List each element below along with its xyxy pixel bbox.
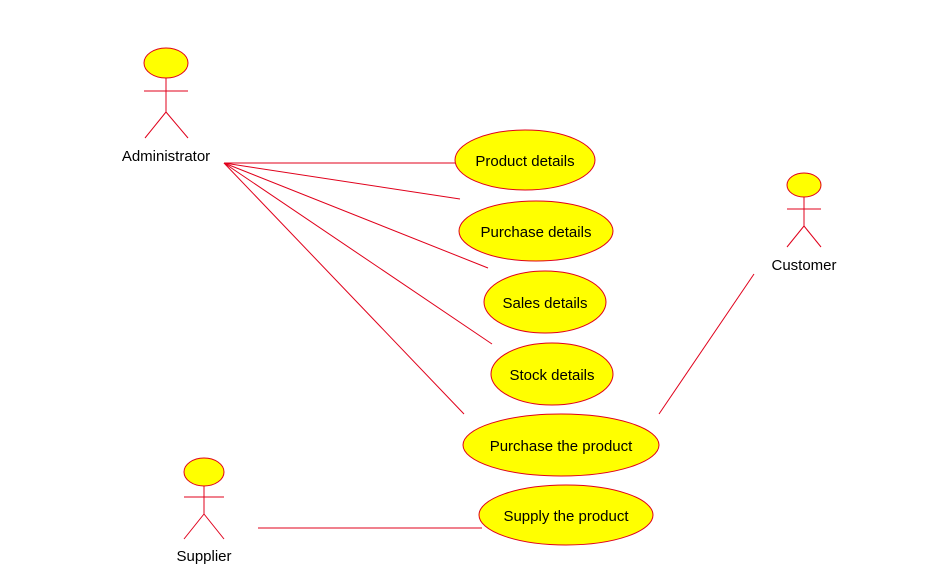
use-case-ellipse — [490, 342, 614, 406]
actor-administrator — [143, 47, 189, 139]
use-case-purchase-details: Purchase details — [458, 200, 614, 262]
association-administrator-sales-details — [223, 162, 489, 269]
actor-supplier — [183, 457, 225, 540]
use-case-label: Sales details — [502, 295, 587, 312]
actor-right-leg — [203, 513, 225, 540]
actor-left-leg — [183, 513, 205, 540]
use-case-label: Stock details — [509, 367, 594, 384]
use-case-supply-the-product: Supply the product — [478, 484, 654, 546]
actor-head — [143, 47, 189, 79]
use-case-ellipse — [454, 129, 596, 191]
association-administrator-purchase-details — [223, 162, 461, 200]
use-case-ellipse — [478, 484, 654, 546]
actor-right-leg — [165, 111, 189, 139]
association-customer-purchase-the-product — [658, 273, 755, 415]
use-case-sales-details: Sales details — [483, 270, 607, 334]
actor-left-leg — [144, 111, 167, 139]
use-case-label: Purchase the product — [490, 438, 633, 455]
actor-left-leg — [786, 225, 805, 248]
use-case-label: Supply the product — [503, 508, 629, 525]
actor-label-customer: Customer — [771, 257, 836, 274]
use-case-label: Product details — [475, 153, 574, 170]
actor-right-leg — [803, 225, 822, 248]
use-case-ellipse — [462, 413, 660, 477]
use-case-stock-details: Stock details — [490, 342, 614, 406]
actor-label-administrator: Administrator — [122, 148, 210, 165]
use-case-label: Purchase details — [481, 224, 592, 241]
use-case-ellipse — [458, 200, 614, 262]
actor-customer — [786, 172, 822, 248]
use-case-product-details: Product details — [454, 129, 596, 191]
actor-head — [183, 457, 225, 487]
association-administrator-purchase-the-product — [223, 162, 465, 415]
use-case-ellipse — [483, 270, 607, 334]
association-administrator-stock-details — [223, 162, 493, 345]
actor-label-supplier: Supplier — [176, 548, 231, 565]
actor-head — [786, 172, 822, 198]
use-case-purchase-the-product: Purchase the product — [462, 413, 660, 477]
associations — [223, 162, 755, 529]
